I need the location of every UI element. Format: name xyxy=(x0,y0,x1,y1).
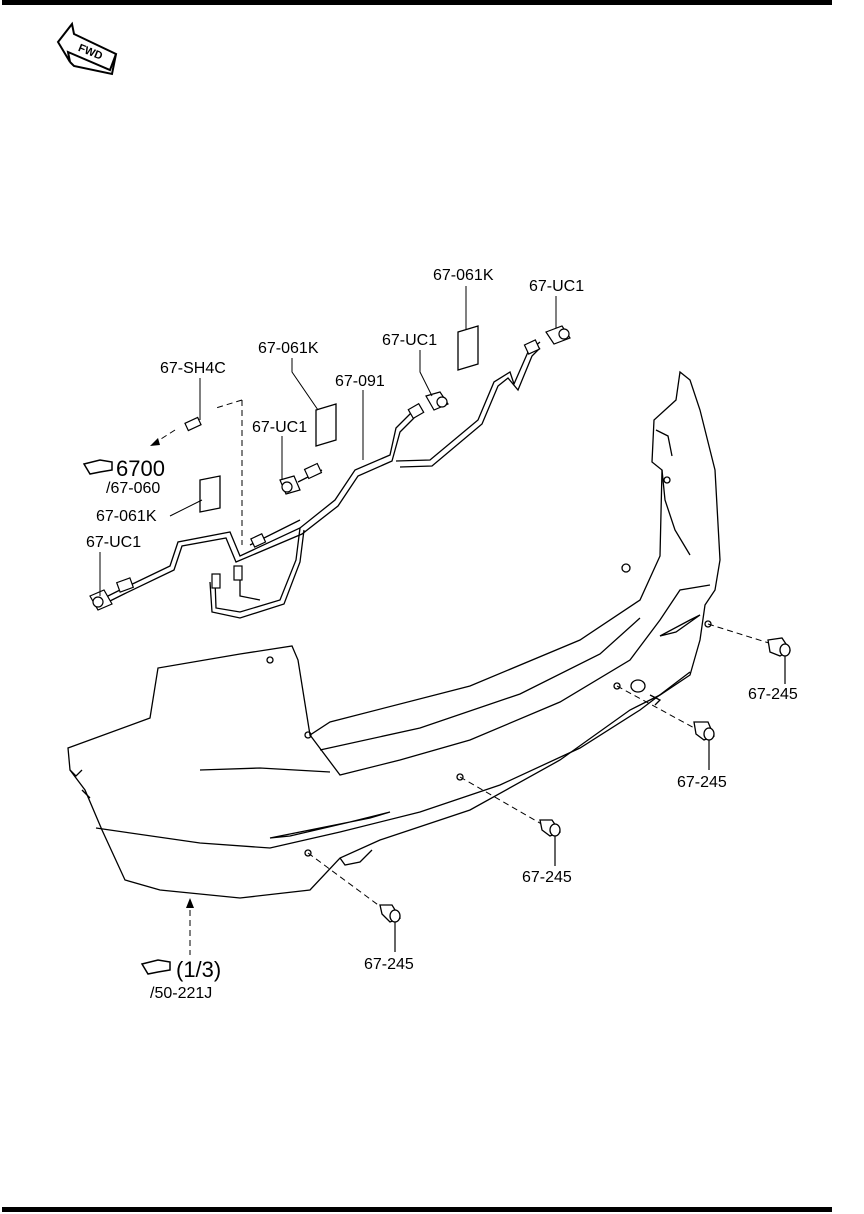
label-061k-top: 67-061K xyxy=(433,267,494,284)
label-uc1-center: 67-UC1 xyxy=(252,419,308,436)
label-uc1-right: 67-UC1 xyxy=(529,278,585,295)
sensor-leader-lines xyxy=(394,656,786,952)
label-245-center: 67-245 xyxy=(522,869,572,886)
ref2-number[interactable]: (1/3) xyxy=(176,957,222,982)
reference-hand-icon xyxy=(82,459,171,975)
label-uc1-left: 67-UC1 xyxy=(86,534,142,551)
fwd-arrow-icon: FWD xyxy=(56,21,118,76)
label-uc1-mid: 67-UC1 xyxy=(382,332,438,349)
parking-sensor-icon xyxy=(379,637,791,923)
wiring-harness xyxy=(99,341,541,619)
label-leaders xyxy=(99,286,557,596)
ref2-sub[interactable]: /50-221J xyxy=(150,985,213,1002)
sensor-clip-icon xyxy=(89,325,571,611)
sh4c-arrow-head xyxy=(150,438,160,446)
top-border xyxy=(2,0,832,5)
rear-bumper xyxy=(67,370,721,899)
ref1-sub[interactable]: /67-060 xyxy=(106,480,161,497)
label-245-mid-right: 67-245 xyxy=(677,774,727,791)
ref1-number[interactable]: 6700 xyxy=(116,456,165,481)
label-091: 67-091 xyxy=(335,373,385,390)
label-245-right: 67-245 xyxy=(748,686,798,703)
label-061k-left: 67-061K xyxy=(96,508,157,525)
pad-icon xyxy=(199,325,479,513)
ref-arrow-head xyxy=(186,898,194,908)
label-245-left: 67-245 xyxy=(364,956,414,973)
bottom-border xyxy=(2,1207,832,1212)
label-sh4c: 67-SH4C xyxy=(160,360,226,377)
label-061k-mid: 67-061K xyxy=(258,340,319,357)
connector-icon xyxy=(115,339,541,593)
